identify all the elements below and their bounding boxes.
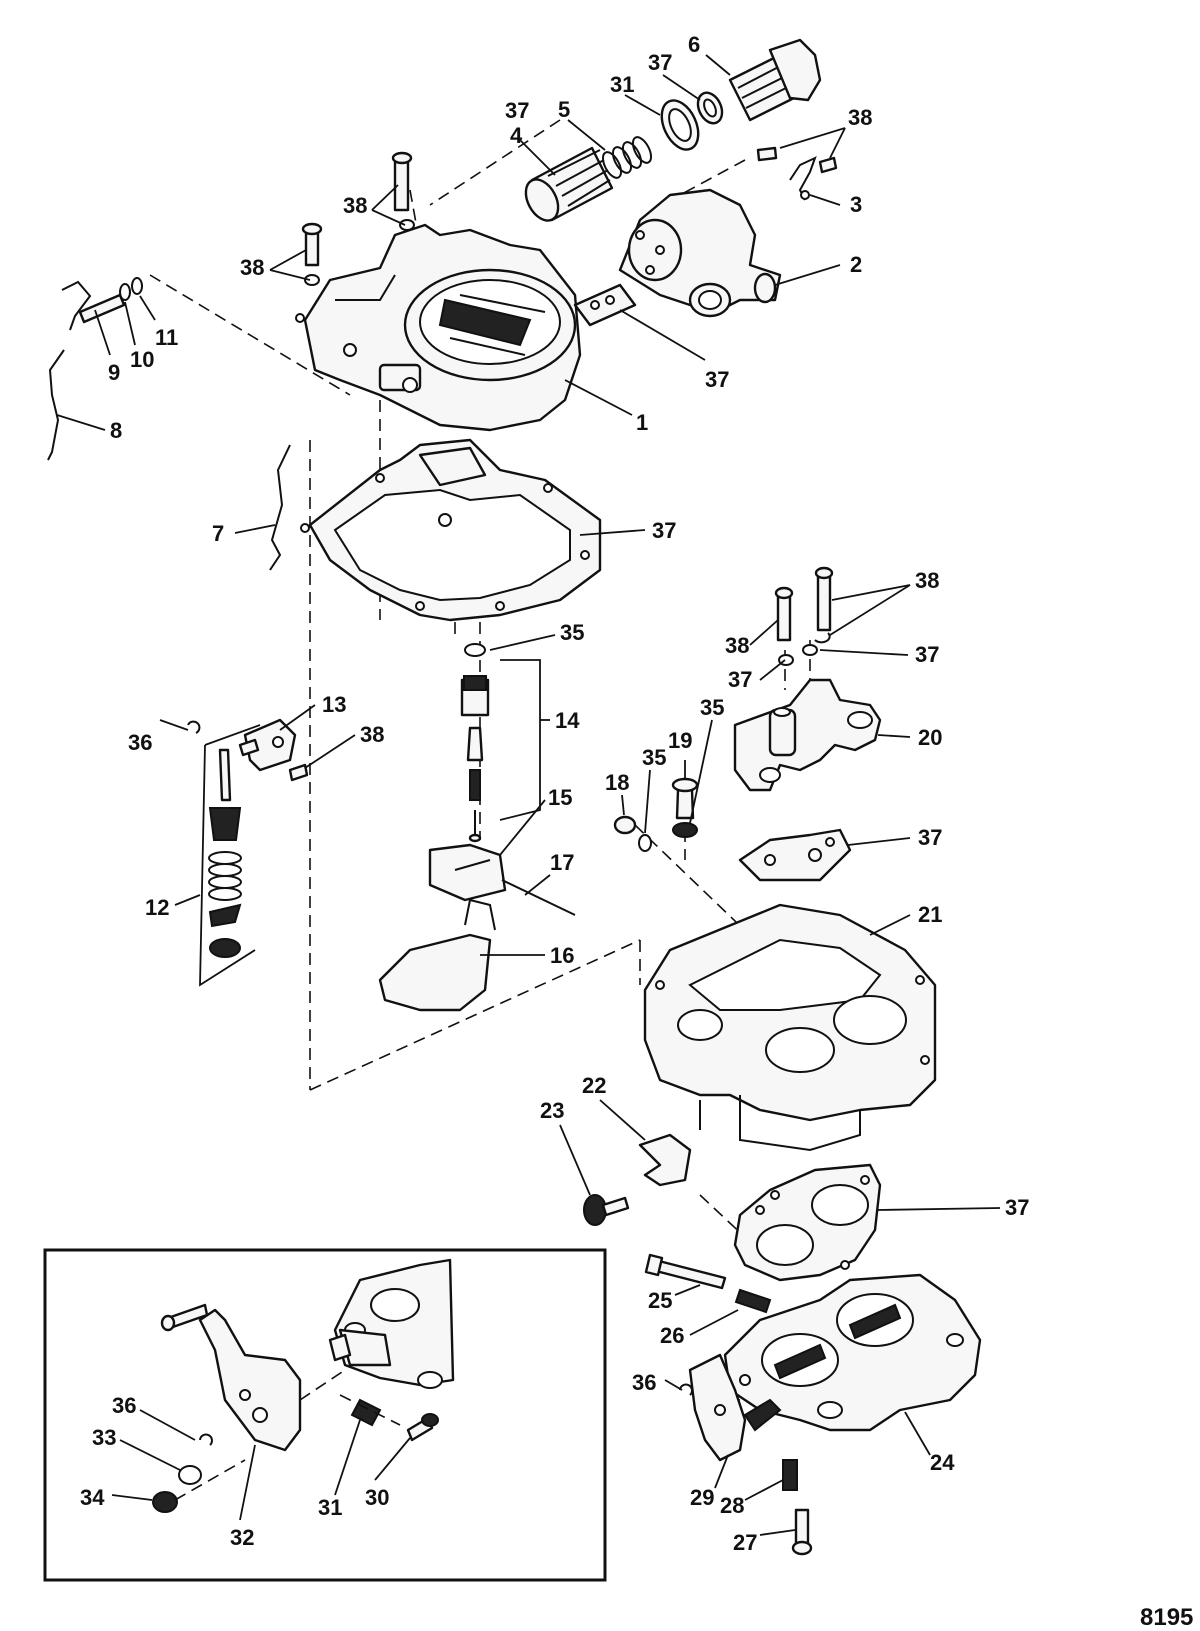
callout-37-pump-gasket: 37: [918, 825, 942, 850]
callout-17: 17: [550, 850, 574, 875]
callout-8: 8: [110, 418, 122, 443]
choke-gasket: [573, 283, 637, 327]
air-horn-body: [295, 223, 582, 432]
choke-housing: [618, 188, 782, 318]
callout-15: 15: [548, 785, 572, 810]
callout-35-mid: 35: [642, 745, 666, 770]
callout-28: 28: [720, 1493, 744, 1518]
throttle-body: [723, 1273, 982, 1432]
fuel-filter: [524, 146, 614, 222]
callout-4: 4: [510, 123, 523, 148]
callout-26: 26: [660, 1323, 684, 1348]
callout-37-filter: 37: [505, 98, 529, 123]
callout-35-right: 35: [700, 695, 724, 720]
float-bowl: [643, 903, 937, 1152]
callout-18: 18: [605, 770, 629, 795]
float: [378, 898, 496, 1012]
idle-lever: [638, 1133, 692, 1187]
top-gasket: [300, 438, 602, 622]
inset-linkage-detail: [152, 1258, 455, 1513]
callout-25: 25: [648, 1288, 672, 1313]
callout-7: 7: [212, 521, 224, 546]
callout-37-right-1: 37: [915, 642, 939, 667]
callout-22: 22: [582, 1073, 606, 1098]
choke-rod: [47, 349, 65, 461]
top-screws: [301, 146, 838, 286]
pump-discharge: [733, 566, 882, 792]
inlet-washer-hole: [703, 98, 717, 118]
callout-1: 1: [636, 410, 648, 435]
jets-and-plugs: [613, 777, 699, 852]
callout-21: 21: [918, 902, 942, 927]
callout-34: 34: [80, 1485, 105, 1510]
callout-30: 30: [365, 1485, 389, 1510]
callout-11: 11: [155, 325, 178, 350]
pump-assembly: [187, 718, 297, 987]
callout-14: 14: [555, 708, 580, 733]
callout-16: 16: [550, 943, 574, 968]
callout-3: 3: [850, 192, 862, 217]
callout-23: 23: [540, 1098, 564, 1123]
retaining-clip-right: [679, 1383, 693, 1396]
idle-mixture-screw: [644, 1253, 772, 1314]
callout-6: 6: [688, 32, 700, 57]
callout-31-inset: 31: [318, 1495, 342, 1520]
callout-9: 9: [108, 360, 120, 385]
inset-frame: [43, 1248, 607, 1582]
inlet-gasket-hole: [668, 108, 692, 142]
callout-38-lower: 38: [240, 255, 264, 280]
callout-24: 24: [930, 1450, 955, 1475]
callout-13: 13: [322, 692, 346, 717]
throttle-stop-spring: [782, 1459, 798, 1491]
callout-38-pump: 38: [360, 722, 384, 747]
callout-37-top-gasket: 37: [652, 518, 676, 543]
leader-lines: [56, 54, 1001, 1536]
filter-spring: [601, 136, 653, 179]
float-hinge: [428, 843, 507, 902]
callout-36-inset: 36: [112, 1393, 136, 1418]
pump-discharge-gasket: [738, 828, 852, 882]
callout-35-needle: 35: [560, 620, 584, 645]
callout-19: 19: [668, 728, 692, 753]
callout-2: 2: [850, 252, 862, 277]
drawing-number: 8195: [1140, 1604, 1193, 1631]
callout-32: 32: [230, 1525, 254, 1550]
callout-5: 5: [558, 97, 570, 122]
callout-38-top-right: 38: [848, 105, 872, 130]
needle-and-seat: [460, 643, 541, 843]
callout-20: 20: [918, 725, 942, 750]
callout-37-base: 37: [1005, 1195, 1029, 1220]
callout-27: 27: [733, 1530, 757, 1555]
pump-rod: [269, 444, 291, 571]
callout-29: 29: [690, 1485, 714, 1510]
callout-labels: 6 37 31 37 4 5 38 3 2 37 1 38 38 9 10 11…: [80, 32, 1029, 1555]
callout-37-right-2: 37: [728, 667, 752, 692]
base-gasket: [733, 1163, 882, 1282]
callout-33: 33: [92, 1425, 116, 1450]
throttle-stop-screw: [791, 1508, 813, 1556]
inlet-fitting: [728, 38, 822, 122]
choke-bracket: [789, 156, 817, 201]
callout-38-upper: 38: [343, 193, 367, 218]
pump-lever-screw: [288, 763, 309, 782]
throttle-lever-tab: [743, 1398, 782, 1432]
callout-10: 10: [130, 347, 154, 372]
callout-37-inlet: 37: [648, 50, 672, 75]
callout-36-right: 36: [632, 1370, 656, 1395]
callout-31-top: 31: [610, 72, 634, 97]
callout-37-choke: 37: [705, 367, 729, 392]
choke-shaft-assembly: [61, 277, 143, 331]
throttle-lever-hole: [714, 1404, 726, 1416]
float-pin: [501, 879, 576, 916]
callout-38-right-2: 38: [915, 568, 939, 593]
idle-screw: [583, 1194, 630, 1226]
callout-38-right-1: 38: [725, 633, 749, 658]
callout-36-pump: 36: [128, 730, 152, 755]
callout-12: 12: [145, 895, 169, 920]
